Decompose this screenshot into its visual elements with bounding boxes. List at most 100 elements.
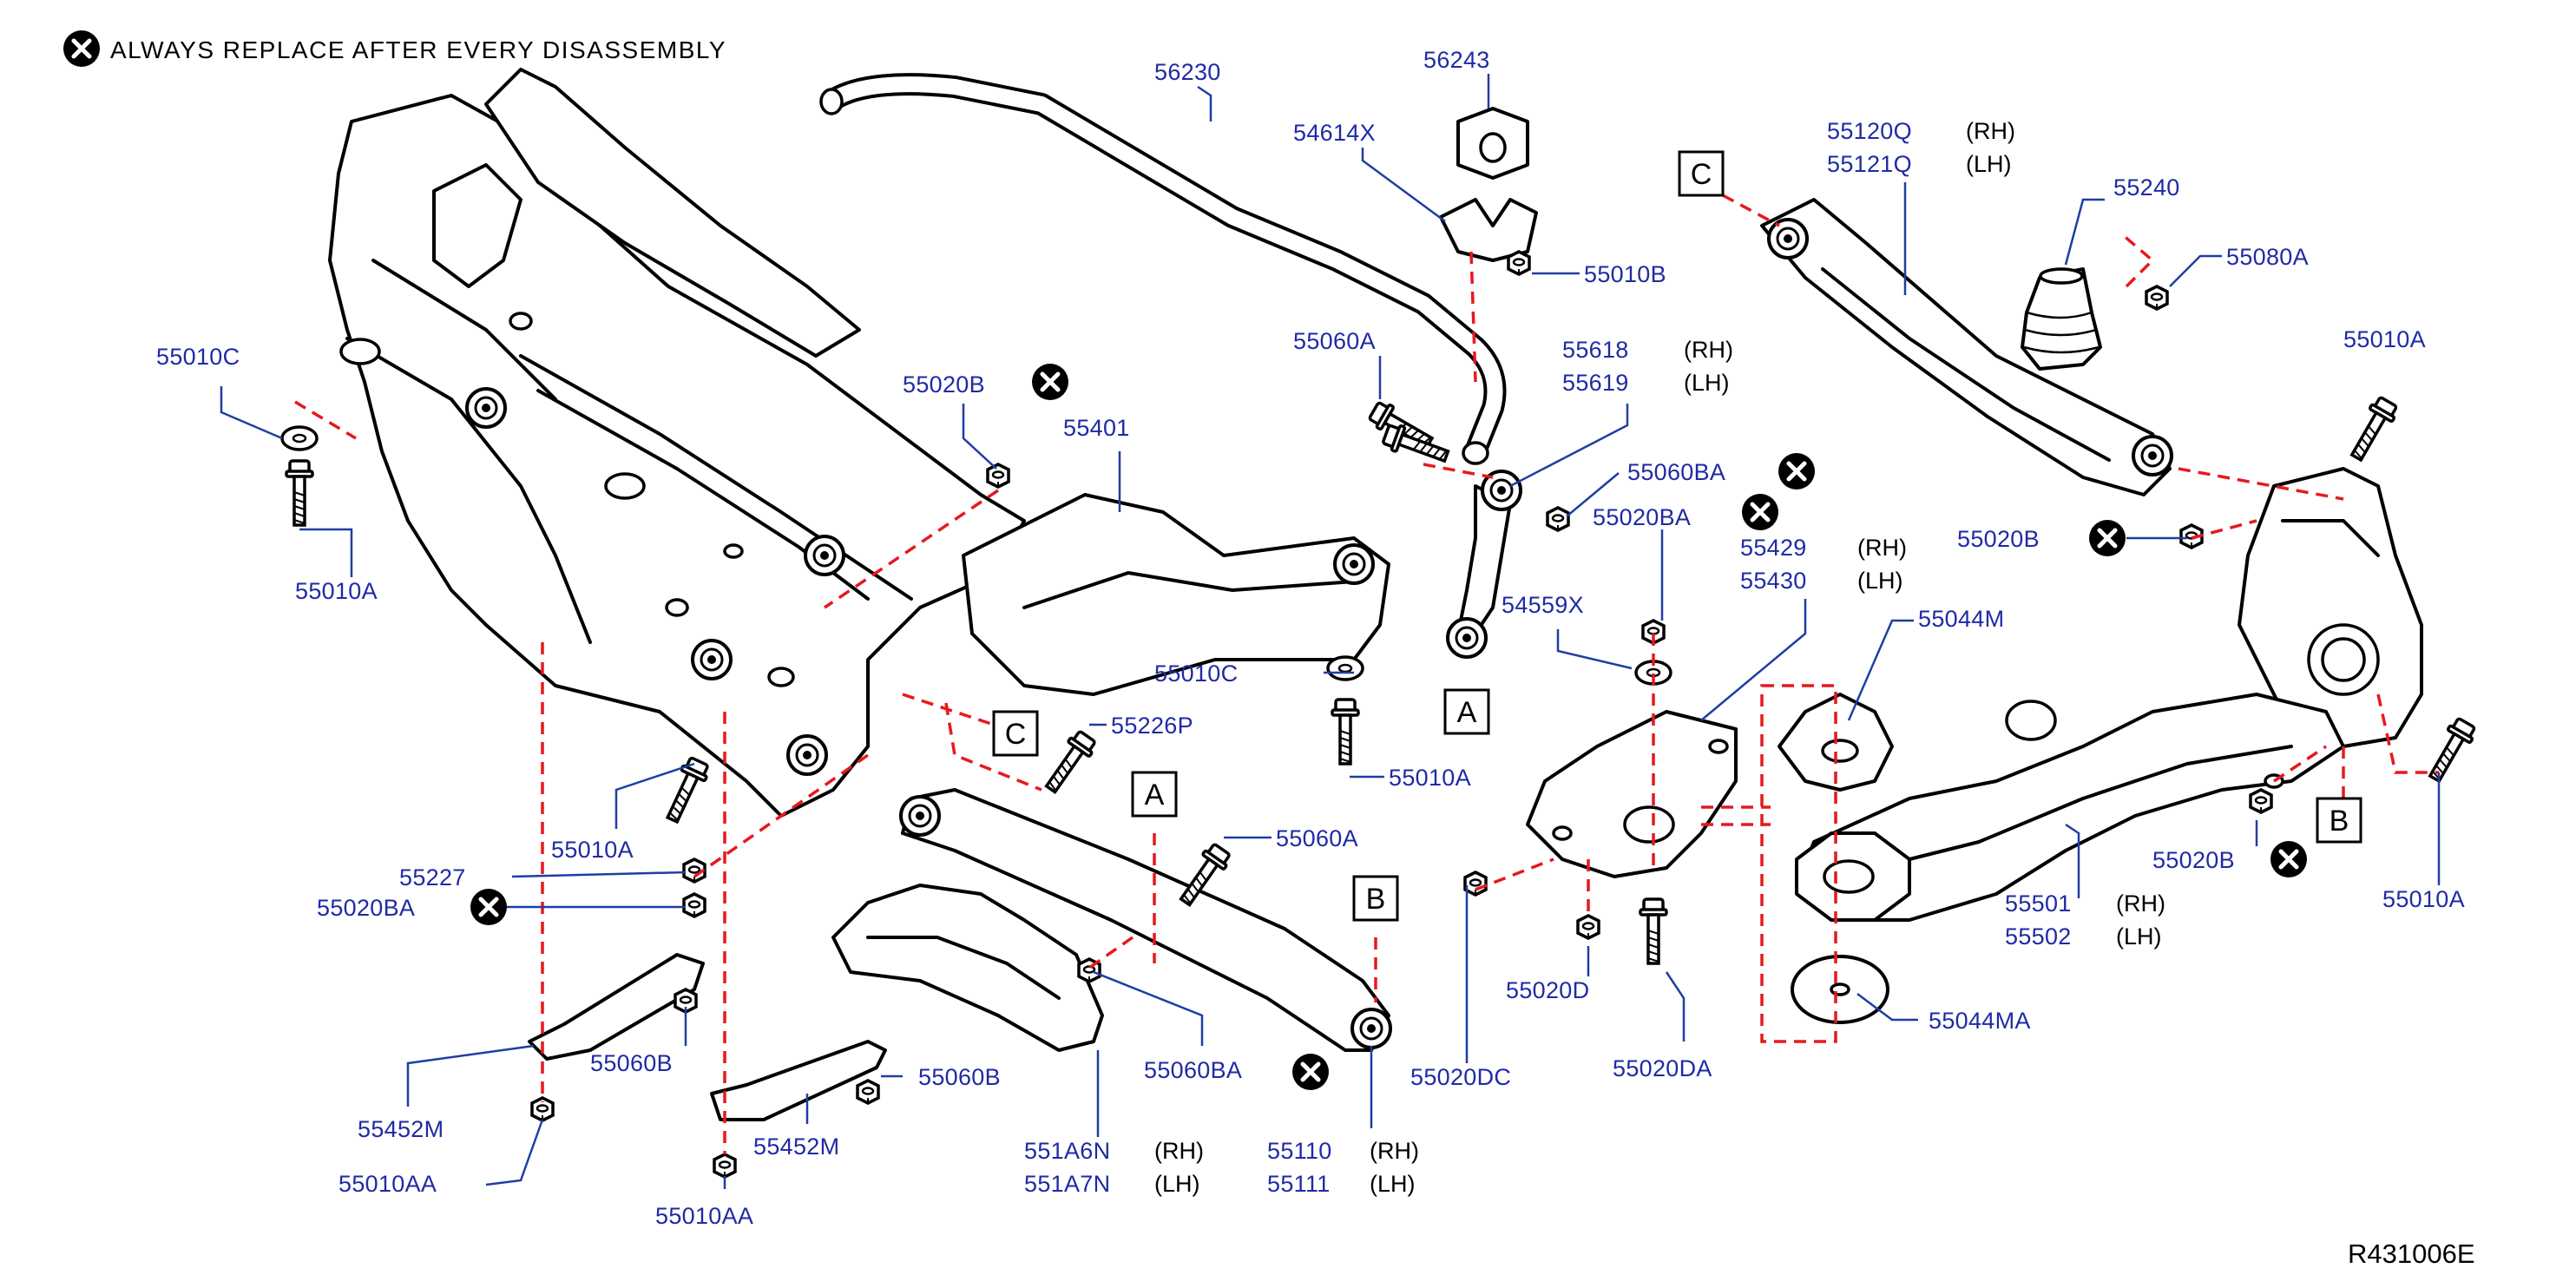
label-55010a-lower-left: 55010A: [551, 837, 634, 863]
ref-box-c-mid-label: C: [1005, 718, 1027, 751]
ref-box-a-left: [1131, 771, 1178, 818]
label-56230: 56230: [1154, 59, 1221, 85]
label-55430: 55430: [1740, 568, 1807, 594]
label-55502: 55502: [2005, 923, 2072, 950]
rear-crossmember-drawing: [962, 493, 1390, 696]
label-55111: 55111: [1267, 1171, 1331, 1197]
label-55110: 55110: [1267, 1138, 1332, 1164]
label-55010a-right-bottom: 55010A: [2382, 886, 2465, 912]
ref-box-a-left-label: A: [1145, 779, 1165, 812]
stabilizer-link-drawing: [1446, 470, 1522, 659]
label-55010b: 55010B: [1584, 261, 1666, 287]
label-55120q: 55120Q: [1827, 118, 1912, 144]
label-55010c-left: 55010C: [156, 344, 240, 370]
ref-box-c-top-label: C: [1691, 158, 1712, 191]
label-55452m-left: 55452M: [358, 1116, 444, 1142]
label-55010a-right-top: 55010A: [2343, 326, 2426, 352]
label-56243: 56243: [1423, 47, 1490, 73]
label-55121q-lh: (LH): [1966, 151, 2012, 177]
subframe-drawing: [328, 68, 1026, 818]
x-circle-icon: [63, 30, 100, 67]
label-55010a-left: 55010A: [295, 578, 378, 604]
ref-box-b-right-label: B: [2330, 805, 2349, 838]
ref-box-c-top: [1678, 150, 1725, 197]
label-55020ba-left: 55020BA: [317, 895, 415, 921]
label-55240: 55240: [2113, 174, 2180, 200]
label-55044ma: 55044MA: [1929, 1008, 2031, 1034]
x-circle-icon: [2270, 841, 2307, 877]
label-55429-rh: (RH): [1857, 535, 1907, 561]
label-55618-rh: (RH): [1684, 337, 1733, 363]
label-55452m-mid: 55452M: [753, 1134, 839, 1160]
label-55501: 55501: [2005, 890, 2072, 917]
reference-boxes: C C A A B B: [992, 150, 2362, 922]
label-55060a-mid: 55060A: [1276, 825, 1358, 851]
label-55060b-mid: 55060B: [918, 1064, 1001, 1090]
label-55010a-mid: 55010A: [1389, 765, 1471, 791]
label-55010aa-mid: 55010AA: [655, 1203, 753, 1229]
x-circle-icon: [1032, 364, 1068, 400]
label-55401: 55401: [1063, 415, 1130, 441]
label-55226p: 55226P: [1111, 713, 1193, 739]
label-55430-lh: (LH): [1857, 568, 1903, 594]
ref-box-a-right: [1443, 688, 1490, 735]
stabilizer-bar-drawing: [819, 73, 1507, 465]
label-55502-lh: (LH): [2116, 923, 2162, 950]
alignment-dashed-lines: [294, 194, 2439, 1154]
leader-lines: [220, 74, 2441, 1189]
member-stay-drawing: [528, 953, 887, 1121]
label-55020b-frame: 55020B: [903, 371, 985, 398]
x-circle-icon: [1778, 453, 1815, 490]
lower-arm-drawing: [1795, 693, 2345, 922]
x-circle-icon: [2089, 520, 2126, 556]
label-55010c-mid: 55010C: [1154, 660, 1238, 687]
label-55060ba-top: 55060BA: [1627, 459, 1725, 485]
spring-seat-drawing: [1778, 693, 1911, 1024]
stabilizer-bushing-drawing: [1439, 107, 1538, 262]
legend-text: ALWAYS REPLACE AFTER EVERY DISASSEMBLY: [110, 36, 726, 63]
label-55120q-rh: (RH): [1966, 118, 2015, 144]
label-55020b-right-top: 55020B: [1957, 526, 2040, 552]
label-55044m: 55044M: [1918, 606, 2004, 632]
label-54559x: 54559X: [1502, 592, 1584, 618]
ref-box-a-right-label: A: [1457, 696, 1477, 729]
label-551a6n: 551A6N: [1024, 1138, 1110, 1164]
label-54614x: 54614X: [1293, 120, 1376, 146]
label-55227: 55227: [399, 864, 466, 890]
bump-stopper-drawing: [2021, 267, 2102, 371]
label-55080a: 55080A: [2226, 244, 2309, 270]
label-55020ba-mid: 55020BA: [1593, 504, 1691, 530]
label-55121q: 55121Q: [1827, 151, 1912, 177]
label-55020da: 55020DA: [1613, 1055, 1712, 1081]
x-circle-icon: [1292, 1054, 1329, 1090]
ref-box-c-mid: [992, 710, 1039, 757]
radius-rod-bracket-drawing: [1526, 710, 1738, 878]
ref-box-b-left-label: B: [1366, 883, 1386, 916]
label-55060ba-bottom: 55060BA: [1144, 1057, 1242, 1083]
label-55010aa-left: 55010AA: [338, 1171, 437, 1197]
x-circle-icon: [470, 889, 507, 925]
label-55619-lh: (LH): [1684, 370, 1730, 396]
figure-id: R431006E: [2348, 1239, 2475, 1269]
label-55020d: 55020D: [1506, 977, 1589, 1003]
label-551a7n-lh: (LH): [1154, 1171, 1200, 1197]
label-551a6n-rh: (RH): [1154, 1138, 1204, 1164]
label-55429: 55429: [1740, 535, 1807, 561]
label-551a7n: 551A7N: [1024, 1171, 1110, 1197]
legend: ALWAYS REPLACE AFTER EVERY DISASSEMBLY: [110, 36, 726, 63]
x-circle-icon: [1742, 494, 1778, 530]
label-55618: 55618: [1562, 337, 1629, 363]
label-55060a-top: 55060A: [1293, 328, 1376, 354]
label-55111-lh: (LH): [1370, 1171, 1416, 1197]
radius-rod-drawing: [831, 884, 1104, 1052]
label-55619: 55619: [1562, 370, 1629, 396]
label-55060b-left: 55060B: [590, 1050, 673, 1076]
knuckle-drawing: [2238, 467, 2423, 748]
ref-box-b-left: [1352, 875, 1399, 922]
part-labels: 56230 56243 54614X 55010B 55010C 55010A …: [156, 47, 2465, 1229]
label-55020b-right-bottom: 55020B: [2152, 847, 2235, 873]
label-55110-rh: (RH): [1370, 1138, 1419, 1164]
label-55501-rh: (RH): [2116, 890, 2165, 917]
upper-arm-drawing: [1760, 198, 2173, 496]
